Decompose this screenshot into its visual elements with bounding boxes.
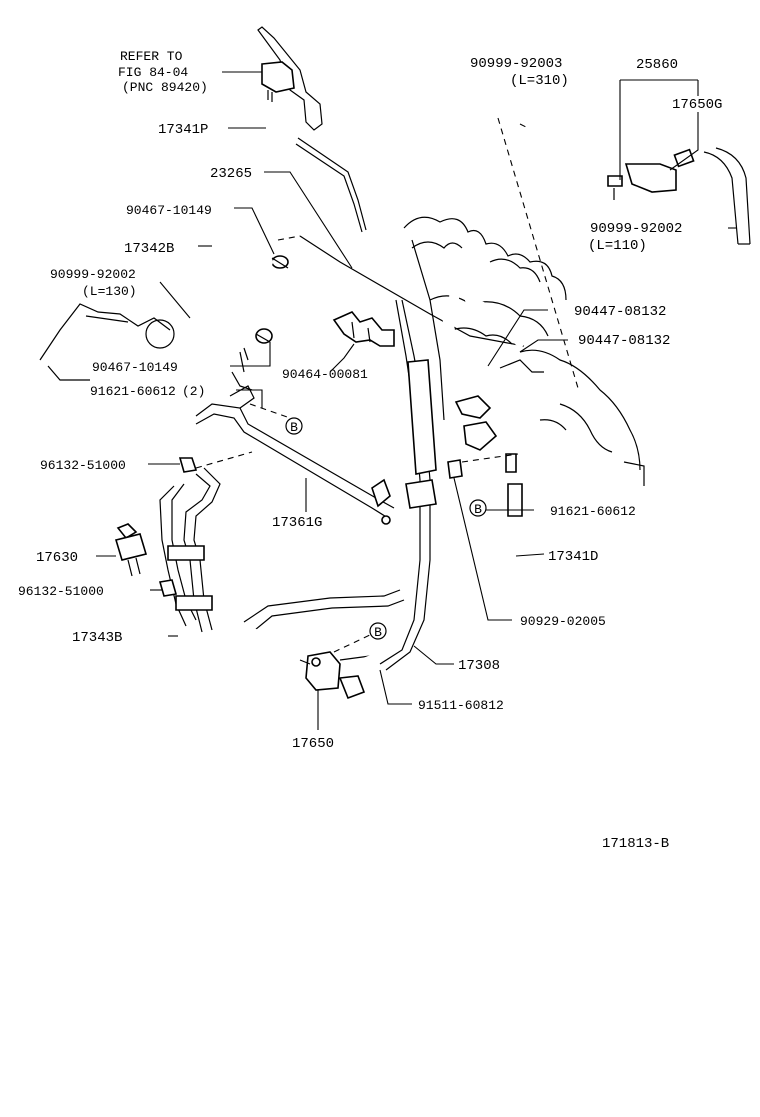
label-90999-92002-b: 90999-92002 xyxy=(590,221,682,237)
dash-96132-a xyxy=(195,451,253,469)
leader-90447-a xyxy=(487,309,548,367)
left-engine-outline xyxy=(39,303,175,381)
leader-17308 xyxy=(413,645,454,665)
leader-17341d xyxy=(515,553,545,557)
marker-b-2-text: B xyxy=(474,502,482,517)
hose-upper-right xyxy=(367,209,401,305)
marker-b-2: B xyxy=(469,499,487,517)
marker-b-3: B xyxy=(369,622,387,640)
clip-96132-b xyxy=(158,579,178,597)
leader-90467-b xyxy=(230,342,271,367)
label-90999-92003: 90999-92003 xyxy=(470,56,562,72)
refer-note-line2: FIG 84-04 xyxy=(118,65,188,80)
label-91511-60812: 91511-60812 xyxy=(418,698,504,713)
clip-96132-a xyxy=(178,457,198,473)
label-91621-60612-a: 91621-60612 xyxy=(90,384,176,399)
hose-17341p xyxy=(263,113,367,233)
main-lines xyxy=(379,239,445,671)
label-17341p: 17341P xyxy=(158,122,208,138)
dash-91621-a xyxy=(249,403,291,419)
label-90999-92003-len: (L=310) xyxy=(510,73,569,89)
hose-17342b xyxy=(209,235,273,327)
label-17308: 17308 xyxy=(458,658,500,674)
bolt-91511-60812 xyxy=(353,653,379,667)
leader-17650g xyxy=(669,112,699,171)
leader-90999-92002-a xyxy=(159,281,191,319)
label-23265: 23265 xyxy=(210,166,252,182)
label-17341d: 17341D xyxy=(548,549,598,565)
vsv-25860 xyxy=(522,122,751,245)
leader-91511 xyxy=(379,669,412,705)
label-17650: 17650 xyxy=(292,736,334,752)
valve-17630 xyxy=(114,523,148,577)
label-96132-51000-a: 96132-51000 xyxy=(40,458,126,473)
refer-note-line3: (PNC 89420) xyxy=(122,80,208,95)
line-23265 xyxy=(299,235,525,347)
leader-90447-b xyxy=(519,339,568,353)
leader-90467-a xyxy=(234,207,275,255)
clip-90464-00081 xyxy=(332,311,395,347)
label-17650g: 17650G xyxy=(672,97,722,113)
leader-90929 xyxy=(453,477,512,621)
label-90999-92002-b-len: (L=110) xyxy=(588,238,647,254)
figure-code: 171813-B xyxy=(602,836,669,852)
dash-23265 xyxy=(277,235,301,241)
label-17343b: 17343B xyxy=(72,630,122,646)
dash-right-top xyxy=(519,123,529,129)
vsv-17650 xyxy=(299,651,371,700)
label-90447-08132-b: 90447-08132 xyxy=(578,333,670,349)
label-91621-60612-a-qty: (2) xyxy=(182,384,205,399)
hose-bundle-17343b xyxy=(159,467,221,645)
dash-17650 xyxy=(333,633,373,653)
label-17630: 17630 xyxy=(36,550,78,566)
label-96132-51000-b: 96132-51000 xyxy=(18,584,104,599)
label-17342b: 17342B xyxy=(124,241,174,257)
clamp-90467-a xyxy=(271,255,289,269)
leader-90464 xyxy=(329,343,355,373)
clamp-90467-b xyxy=(243,328,273,361)
label-90999-92002-a: 90999-92002 xyxy=(50,267,136,282)
hose-90999-92002-a xyxy=(181,307,241,327)
label-91621-60612-b: 91621-60612 xyxy=(550,504,636,519)
marker-b-1-text: B xyxy=(290,420,298,435)
engine-outline xyxy=(403,216,645,486)
dash-right-box xyxy=(497,117,579,389)
dash-mid-right xyxy=(461,453,519,463)
label-17361g: 17361G xyxy=(272,515,322,531)
label-90467-10149-b: 90467-10149 xyxy=(92,360,178,375)
marker-b-1: B xyxy=(285,417,303,435)
marker-b-3-text: B xyxy=(374,625,382,640)
hoses-90447 xyxy=(441,251,544,385)
hose-lower-long xyxy=(243,589,405,668)
label-90467-10149-a: 90467-10149 xyxy=(126,203,212,218)
bracket-illustration xyxy=(257,26,323,131)
label-25860: 25860 xyxy=(636,57,678,73)
label-90447-08132-a: 90447-08132 xyxy=(574,304,666,320)
leader-91621-a xyxy=(236,389,263,408)
hose-17341d xyxy=(434,482,523,582)
leader-23265 xyxy=(264,171,353,269)
label-90464-00081: 90464-00081 xyxy=(282,367,368,382)
middle-right-parts xyxy=(447,395,517,479)
refer-note-line1: REFER TO xyxy=(120,49,183,64)
label-90929-02005: 90929-02005 xyxy=(520,614,606,629)
bracket-17361g xyxy=(195,351,395,525)
label-90999-92002-a-len: (L=130) xyxy=(82,284,137,299)
